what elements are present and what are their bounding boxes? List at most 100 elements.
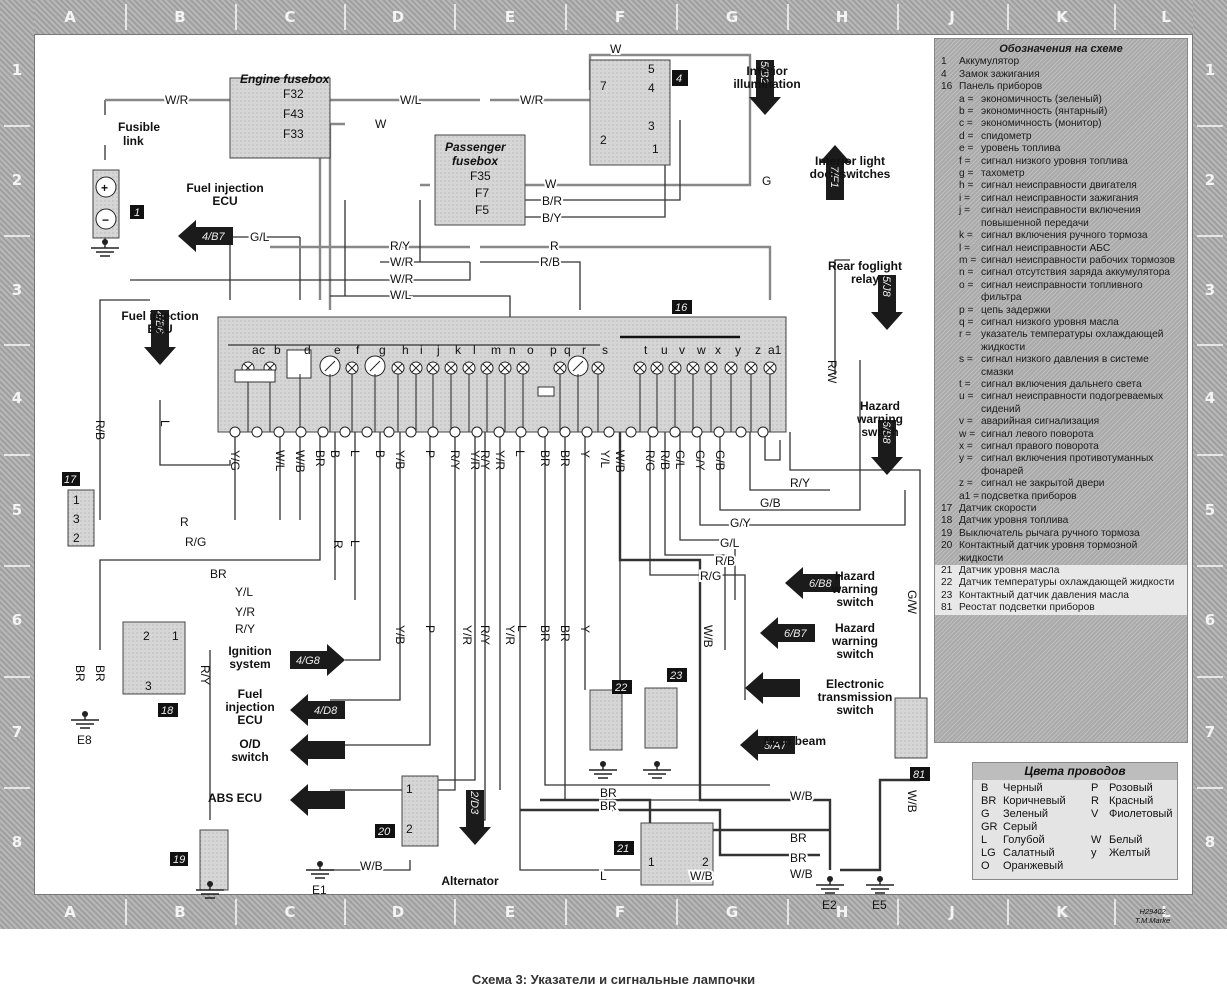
wire-color-name: Салатный xyxy=(1003,847,1055,859)
legend-panel-item: y =сигнал включения противотуманных фона… xyxy=(941,453,1181,478)
legend-panel-item: a1 =подсветка приборов xyxy=(941,491,1181,503)
grid-col-bottom-D: D xyxy=(391,903,405,921)
wire-label-top-10: R xyxy=(550,239,559,253)
connector-ref-11: 6/B8 xyxy=(809,578,833,590)
grid-row-right-1: 1 xyxy=(1204,61,1216,79)
wire-color-code: W xyxy=(1091,834,1102,846)
ground-icon xyxy=(866,879,894,894)
wire-label-panel_bottom-7: Y/B xyxy=(393,450,407,469)
grid-divider xyxy=(4,235,30,237)
legend-item-text: Датчик скорости xyxy=(959,503,1037,515)
legend-panel-text: спидометр xyxy=(981,130,1032,142)
legend-panel-text: сигнал неисправности подогреваемых сиден… xyxy=(981,391,1164,415)
legend-panel-text: сигнал неисправности зажигания xyxy=(981,192,1139,204)
panel-pin xyxy=(537,426,549,438)
legend-item-number: 17 xyxy=(941,503,953,515)
fuse-f35: F35 xyxy=(470,169,491,183)
grid-row-right-6: 6 xyxy=(1204,611,1216,629)
wire-label-lower_vertical-5: R/Y xyxy=(478,625,492,645)
legend-panel-item: l =сигнал неисправности АБС xyxy=(941,243,1181,255)
fuse-f32: F32 xyxy=(283,87,304,101)
grid-row-right-3: 3 xyxy=(1204,281,1216,299)
wire-label-lower_vertical-12: G/W xyxy=(905,590,919,615)
legend-item-text: Датчик температуры охлаждающей жидкости xyxy=(959,577,1175,589)
lamp-label-d: d xyxy=(304,343,311,357)
legend-item-text: Датчик уровня масла xyxy=(959,565,1060,577)
illumination-rheostat-tag: 81 xyxy=(913,769,925,781)
lamp-label-s: s xyxy=(602,343,608,357)
wire-color-code: y xyxy=(1091,847,1097,859)
tag-17-box xyxy=(62,472,80,486)
battery-minus: − xyxy=(102,213,109,227)
grid-row-right-4: 4 xyxy=(1204,389,1216,407)
legend-panel-key: b = xyxy=(959,106,974,118)
grid-row-left-3: 3 xyxy=(11,281,23,299)
grid-divider xyxy=(897,4,899,30)
panel-pin xyxy=(559,426,571,438)
connector-label-9-0: ABS ECU xyxy=(208,791,262,805)
legend-panel-key: y = xyxy=(959,453,973,465)
wire-color-code: B xyxy=(981,782,989,794)
lamp-label-c: c xyxy=(259,343,265,357)
oil-level-sensor xyxy=(640,822,714,886)
lamp-p-delay xyxy=(537,386,555,397)
wire-label-right-10: BR xyxy=(790,851,807,865)
legend-item-text: Выключатель рычага ручного тормоза xyxy=(959,527,1140,539)
wire-label-top-9: R/Y xyxy=(390,239,410,253)
oil-level-sensor-tag: 21 xyxy=(616,843,629,855)
legend-panel-key: g = xyxy=(959,168,974,180)
connector-arrow-14 xyxy=(740,729,795,761)
grid-divider xyxy=(344,4,346,30)
fuel-pin-3: 3 xyxy=(145,679,152,693)
grid-divider xyxy=(235,899,237,925)
grid-col-bottom-H: H xyxy=(835,903,849,921)
grid-col-bottom-L: L xyxy=(1161,903,1171,921)
legend-panel-key: q = xyxy=(959,316,974,328)
lamp-label-w: w xyxy=(696,343,706,357)
connector-arrow-1 xyxy=(144,310,176,365)
legend-panel-item: q =сигнал низкого уровня масла xyxy=(941,317,1181,329)
ground-icon xyxy=(589,764,617,779)
speed-pin-2: 2 xyxy=(73,531,80,545)
legend-panel-text: аварийная сигнализация xyxy=(981,416,1100,428)
wire-color-code: BR xyxy=(981,795,997,807)
grid-band-top xyxy=(0,0,1227,34)
lamp-label-a1: a1 xyxy=(768,343,782,357)
lamp-cross xyxy=(765,363,775,373)
connector-label-7-1: injection xyxy=(225,700,274,714)
panel-pin xyxy=(251,426,263,438)
connector-label-0-0: Fuel injection xyxy=(186,181,263,195)
wire-label-right-4: R/B xyxy=(715,554,735,568)
fuse-f5: F5 xyxy=(475,203,489,217)
engine-fusebox-title: Engine fusebox xyxy=(240,72,331,86)
connector-label-12-2: switch xyxy=(836,647,873,661)
wire-label-panel_bottom-9: R/Y xyxy=(448,450,462,470)
grid-divider xyxy=(1197,454,1223,456)
wire-label-lower_vertical-8: BR xyxy=(538,625,552,642)
ground-label-E5: E8 xyxy=(77,733,92,747)
grid-divider xyxy=(1197,344,1223,346)
wire-color-code: O xyxy=(981,860,990,872)
tag-4-box xyxy=(672,70,688,86)
connector-arrow-12 xyxy=(760,617,815,649)
speed-sensor xyxy=(67,489,95,547)
legend-panel-text: экономичность (зеленый) xyxy=(981,93,1102,105)
grid-col-bottom-J: J xyxy=(949,903,955,921)
wire-label-panel_bottom-23: G/B xyxy=(713,450,727,471)
grid-divider xyxy=(1114,4,1116,30)
legend-panel-text: сигнал неисправности топливного фильтра xyxy=(981,279,1143,304)
wire-label-left-5: Y/L xyxy=(235,585,253,599)
grid-divider xyxy=(4,344,30,346)
fuse-f33: F33 xyxy=(283,127,304,141)
ign-pin-5: 5 xyxy=(648,62,655,76)
fuel-level-sensor xyxy=(122,621,186,695)
